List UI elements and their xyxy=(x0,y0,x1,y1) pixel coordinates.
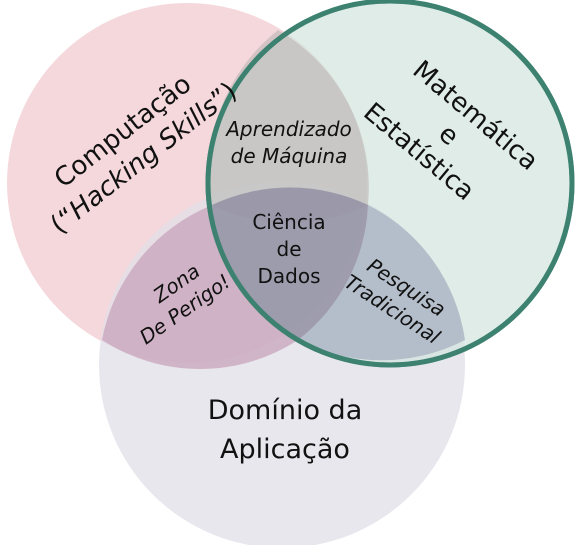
machine-learning-label-line2: de Máquina xyxy=(231,144,348,168)
data-science-label-line3: Dados xyxy=(257,264,320,288)
traditional-research-overlap xyxy=(298,205,465,361)
data-science-label-line2: de xyxy=(277,237,302,261)
data-science-label-line1: Ciência xyxy=(252,210,325,234)
domain-label-line2: Aplicação xyxy=(220,434,350,465)
machine-learning-label-line1: Aprendizado xyxy=(224,117,352,141)
math-circle-outline xyxy=(205,0,575,368)
domain-label-line1: Domínio da xyxy=(208,395,363,426)
data-science-overlap xyxy=(212,187,368,340)
machine-learning-overlap xyxy=(209,30,369,223)
danger-zone-overlap xyxy=(102,205,298,370)
